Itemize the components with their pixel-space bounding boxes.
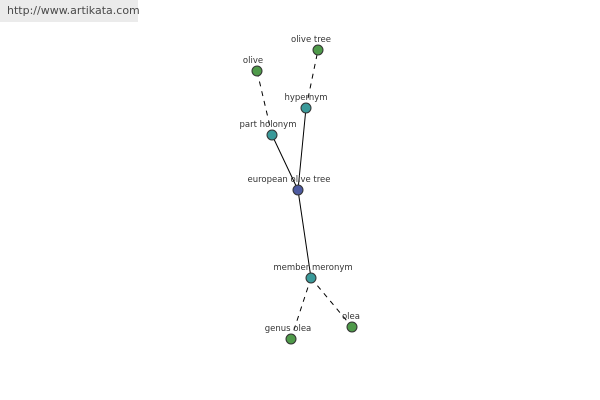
label-hypernym: hypernym bbox=[284, 93, 327, 103]
node-olive[interactable] bbox=[251, 65, 263, 77]
label-part-holonym: part holonym bbox=[240, 120, 297, 130]
node-genus-olea[interactable] bbox=[285, 333, 297, 345]
edge-center-part-holonym bbox=[271, 134, 299, 191]
label-olive-tree: olive tree bbox=[291, 35, 331, 45]
edge-center-hypernym bbox=[297, 107, 307, 191]
node-olive-tree[interactable] bbox=[312, 44, 324, 56]
label-olea: olea bbox=[342, 312, 360, 322]
label-european-olive-tree: european olive tree bbox=[247, 175, 330, 185]
node-european-olive-tree[interactable] bbox=[292, 184, 304, 196]
edge-center-member-meronym bbox=[297, 189, 312, 279]
node-part-holonym[interactable] bbox=[266, 129, 278, 141]
node-member-meronym[interactable] bbox=[305, 272, 317, 284]
label-member-meronym: member meronym bbox=[273, 263, 352, 273]
watermark-url[interactable]: http://www.artikata.com bbox=[7, 4, 140, 17]
edge-part-holonym-olive bbox=[256, 70, 273, 136]
watermark-banner: http://www.artikata.com bbox=[0, 0, 140, 22]
node-hypernym[interactable] bbox=[300, 102, 312, 114]
label-olive: olive bbox=[243, 56, 263, 66]
edge-member-meronym-genus-olea bbox=[290, 277, 312, 340]
edge-member-meronym-olea bbox=[310, 277, 353, 328]
label-genus-olea: genus olea bbox=[265, 324, 312, 334]
node-olea[interactable] bbox=[346, 321, 358, 333]
